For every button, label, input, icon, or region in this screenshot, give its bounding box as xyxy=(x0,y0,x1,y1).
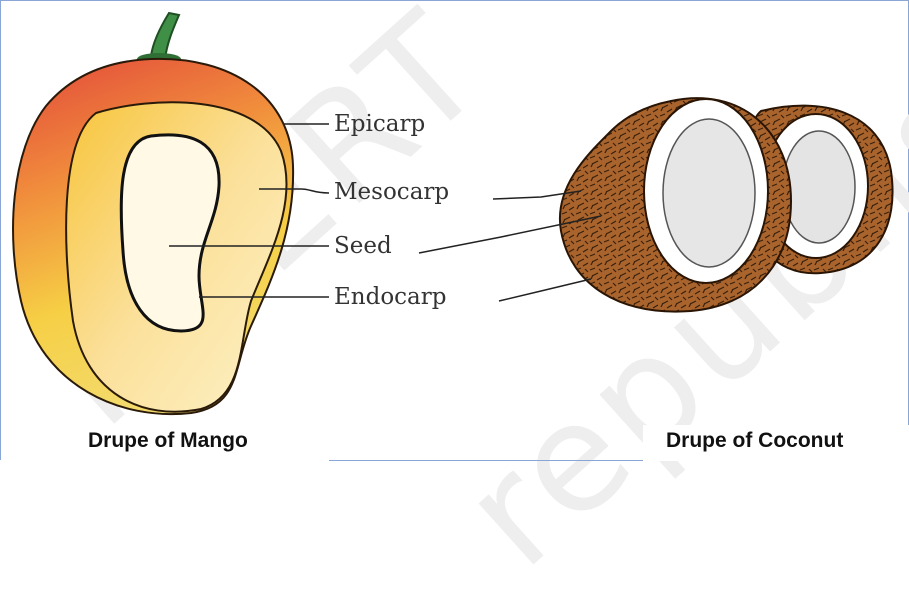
caption-divider xyxy=(329,460,643,461)
coconut-drawing xyxy=(560,98,893,311)
caption-mango: Drupe of Mango xyxy=(88,429,248,453)
figure-frame: NCERT republish xyxy=(0,0,909,460)
label-seed: Seed xyxy=(334,233,392,259)
mango-stalk xyxy=(151,13,179,59)
caption-coconut: Drupe of Coconut xyxy=(666,429,843,453)
mango-drawing xyxy=(13,13,293,414)
coconut-endocarp-leader xyxy=(499,279,591,301)
label-epicarp: Epicarp xyxy=(334,111,425,137)
label-endocarp: Endocarp xyxy=(334,284,446,310)
drupe-diagram xyxy=(1,1,909,461)
label-mesocarp: Mesocarp xyxy=(334,179,449,205)
